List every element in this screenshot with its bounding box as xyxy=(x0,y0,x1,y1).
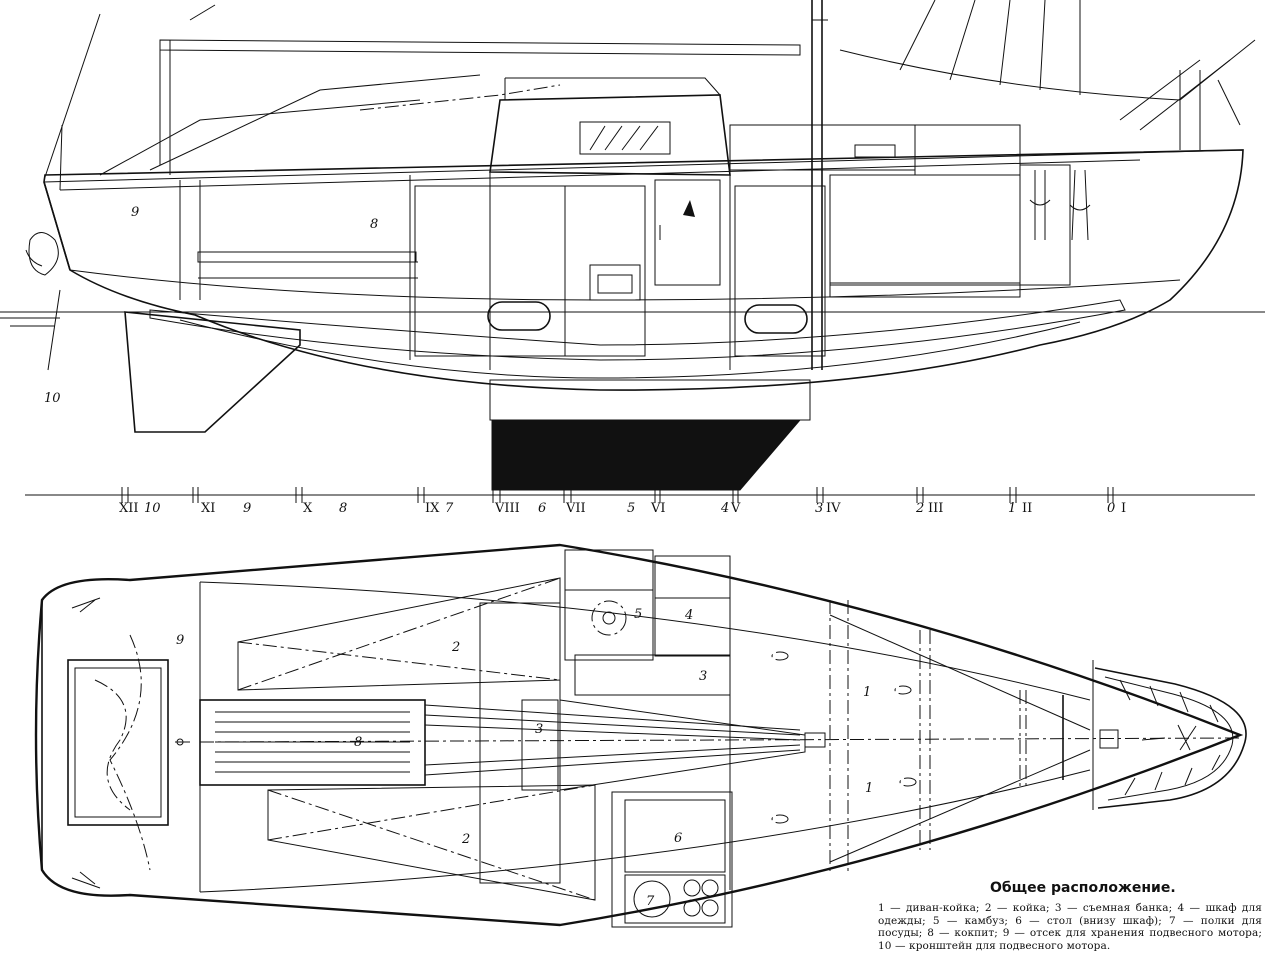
station-4: 4 xyxy=(720,501,729,516)
hull-profile xyxy=(43,149,1244,391)
station-3: 3 xyxy=(815,501,823,516)
label-9-profile: 9 xyxy=(131,205,139,220)
legend-caption: Общее расположение. 1 — диван-койка; 2 —… xyxy=(878,880,1262,952)
rudder xyxy=(124,311,301,433)
label-3-aft: 3 xyxy=(535,722,543,737)
caption-title: Общее расположение. xyxy=(990,880,1176,896)
station-ticks xyxy=(121,487,1114,503)
cabin-door xyxy=(654,179,721,286)
label-2-starboard: 2 xyxy=(461,832,470,847)
station-IX: IX xyxy=(425,501,440,516)
keel-ballast xyxy=(491,419,802,491)
station-7: 7 xyxy=(445,501,454,516)
station-1: 1 xyxy=(1008,501,1016,516)
station-VI: VI xyxy=(650,501,666,516)
label-5: 5 xyxy=(634,607,642,622)
hull-plan xyxy=(34,543,1244,927)
station-XI: XI xyxy=(201,501,215,516)
station-10: 10 xyxy=(144,501,161,516)
label-8-profile: 8 xyxy=(370,217,378,232)
station-6: 6 xyxy=(538,501,546,516)
station-III: III xyxy=(928,501,943,516)
station-8: 8 xyxy=(339,501,347,516)
label-7: 7 xyxy=(646,894,655,909)
label-1-starboard: 1 xyxy=(865,781,873,796)
label-8-plan: 8 xyxy=(354,735,362,750)
label-4: 4 xyxy=(684,608,693,623)
station-II: II xyxy=(1022,501,1032,516)
label-1-port: 1 xyxy=(863,685,871,700)
cockpit-grating xyxy=(199,699,426,786)
station-XII: XII xyxy=(119,501,139,516)
label-10-profile: 10 xyxy=(44,391,61,406)
main-boom xyxy=(159,39,801,56)
station-0: 0 xyxy=(1107,501,1115,516)
station-V: V xyxy=(730,501,741,516)
bow-pulpit xyxy=(1094,667,1247,809)
station-2: 2 xyxy=(915,501,924,516)
deckhouse-window xyxy=(579,121,671,155)
station-VIII: VIII xyxy=(494,501,520,516)
porthole-fwd xyxy=(744,304,808,334)
label-3-fwd: 3 xyxy=(699,669,707,684)
station-9: 9 xyxy=(243,501,251,516)
station-I: I xyxy=(1121,501,1126,516)
station-IV: IV xyxy=(826,501,841,516)
station-scale: XII 10 XI 9 X 8 IX 7 VIII 6 VII 5 VI 4 V… xyxy=(25,487,1255,516)
station-VII: VII xyxy=(565,501,586,516)
plan-view: 1 1 2 2 3 3 4 5 6 7 8 9 xyxy=(34,543,1247,928)
label-6: 6 xyxy=(674,831,682,846)
label-9-plan: 9 xyxy=(176,633,184,648)
porthole-aft xyxy=(487,301,551,331)
station-5: 5 xyxy=(627,501,635,516)
profile-view: 8 9 10 xyxy=(0,0,1265,491)
caption-text: 1 — диван-койка; 2 — койка; 3 — съемная … xyxy=(878,902,1262,952)
station-X: X xyxy=(303,501,313,516)
label-2-port: 2 xyxy=(451,640,460,655)
